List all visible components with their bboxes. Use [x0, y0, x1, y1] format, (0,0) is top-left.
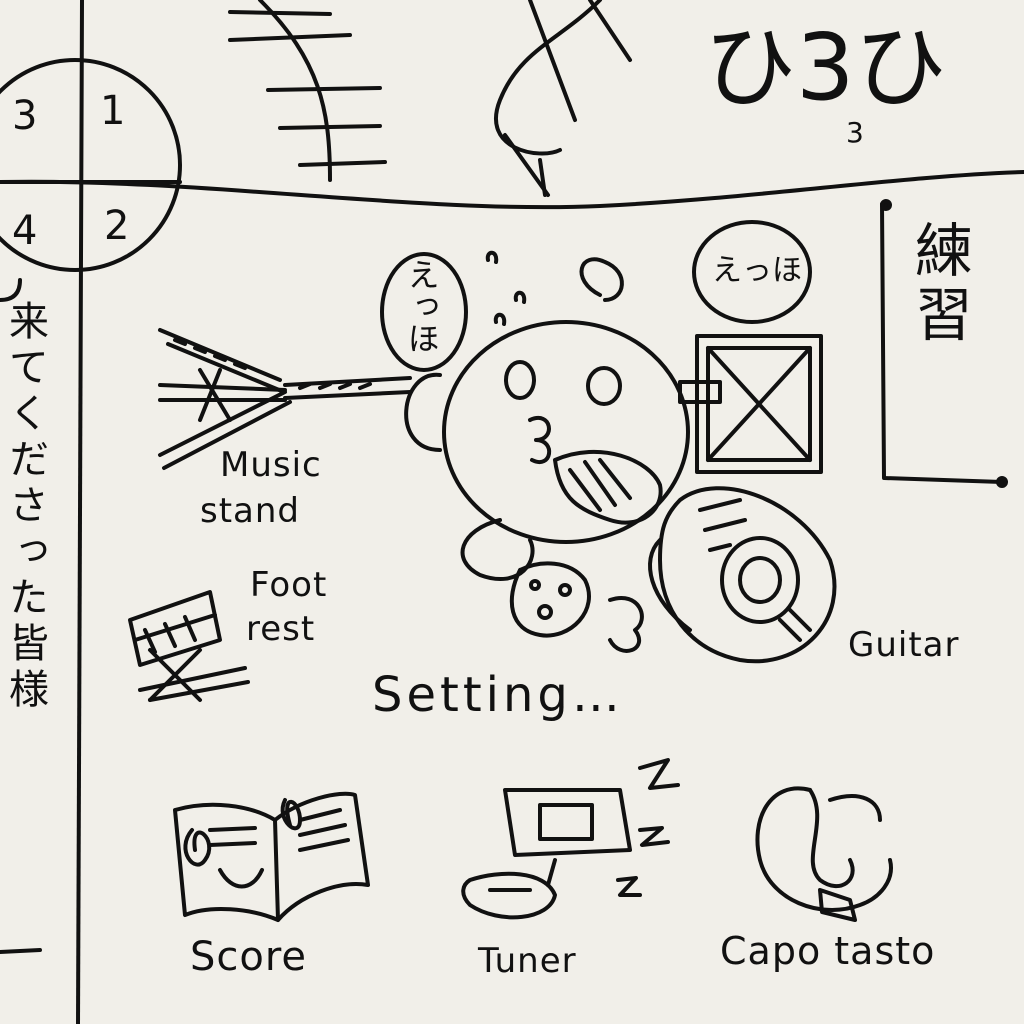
label-setting: Setting… — [372, 667, 624, 723]
score-illustration — [173, 791, 370, 922]
top-face-text: ひ3ひ — [704, 14, 947, 121]
top-doodles — [228, 0, 632, 197]
panel-number-2: 2 — [104, 203, 130, 249]
speech-bubble-text: えっほ — [402, 258, 441, 354]
side-vertical-text: 来てくださった皆様 — [2, 300, 48, 714]
practice-box — [880, 199, 1008, 488]
label-foot-rest-1: Foot — [250, 565, 328, 605]
label-capo-tasto: Capo tasto — [720, 929, 936, 973]
drum-illustration — [678, 334, 823, 474]
capo-illustration — [755, 786, 893, 922]
label-guitar: Guitar — [848, 625, 960, 665]
label-music-stand-2: stand — [200, 491, 301, 531]
tuner-illustration — [461, 758, 680, 920]
panel-number-4: 4 — [12, 208, 38, 254]
label-foot-rest-2: rest — [246, 609, 316, 649]
label-score: Score — [190, 934, 308, 980]
speech-bubble-text: えっほ — [712, 253, 802, 288]
panel-number-3: 3 — [12, 93, 38, 139]
practice-box-text: 練習 — [904, 220, 973, 348]
top-page-number: 3 — [846, 116, 864, 149]
label-music-stand-1: Music — [220, 445, 322, 485]
speech-bubble-shapes — [380, 220, 812, 372]
character-illustration — [404, 250, 690, 653]
foot-rest-illustration — [128, 590, 250, 702]
music-stand-illustration — [158, 328, 412, 470]
panel-number-1: 1 — [100, 88, 126, 134]
label-tuner: Tuner — [478, 941, 577, 981]
guitar-illustration — [648, 486, 837, 664]
quadrant-circle — [0, 58, 182, 272]
